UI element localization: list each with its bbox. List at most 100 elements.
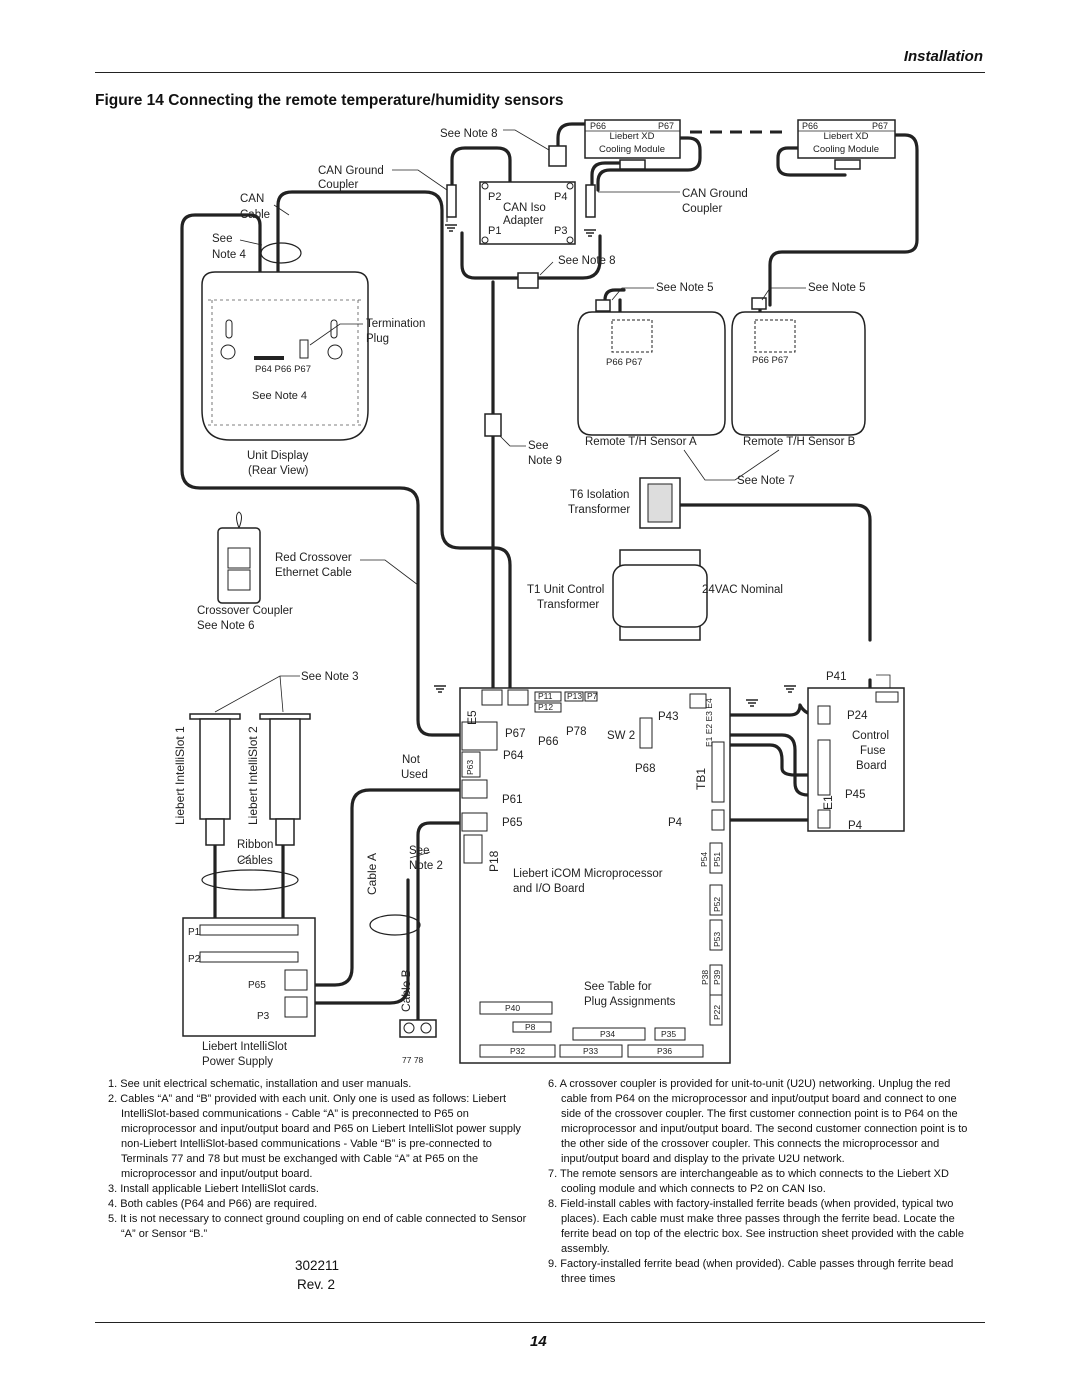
xd-module-left: P66 P67 Liebert XD Cooling Module bbox=[584, 119, 681, 170]
note-4: 4. Both cables (P64 and P66) are require… bbox=[108, 1198, 318, 1210]
svg-text:and I/O Board: and I/O Board bbox=[513, 883, 585, 895]
remote-sensor-b: P66 P67 bbox=[731, 311, 866, 436]
svg-text:P65: P65 bbox=[502, 817, 522, 829]
intellislot-cards bbox=[189, 713, 311, 846]
svg-text:See Note 8: See Note 8 bbox=[440, 128, 498, 140]
remote-sensor-a: P66 P67 bbox=[577, 311, 726, 436]
svg-text:CAN Iso: CAN Iso bbox=[503, 202, 546, 214]
svg-text:P1: P1 bbox=[488, 225, 501, 237]
svg-text:Cooling Module: Cooling Module bbox=[813, 144, 879, 155]
note-1: 1. See unit electrical schematic, instal… bbox=[108, 1078, 412, 1090]
svg-text:TB1: TB1 bbox=[694, 768, 708, 790]
svg-text:P3: P3 bbox=[554, 225, 567, 237]
svg-text:Liebert IntelliSlot: Liebert IntelliSlot bbox=[202, 1041, 288, 1053]
doc-number: 302211 bbox=[295, 1258, 340, 1273]
svg-text:P32: P32 bbox=[510, 1046, 525, 1056]
svg-text:P35: P35 bbox=[661, 1029, 676, 1039]
svg-text:24VAC Nominal: 24VAC Nominal bbox=[702, 584, 783, 596]
svg-text:SW 2: SW 2 bbox=[607, 730, 635, 742]
svg-text:Liebert XD: Liebert XD bbox=[610, 131, 655, 142]
control-fuse-board bbox=[807, 687, 905, 832]
svg-text:P18: P18 bbox=[487, 850, 501, 872]
svg-text:P63: P63 bbox=[465, 760, 475, 775]
svg-text:P66: P66 bbox=[802, 121, 818, 131]
notes-left: 1. See unit electrical schematic, instal… bbox=[108, 1077, 528, 1242]
svg-text:P33: P33 bbox=[583, 1046, 598, 1056]
svg-text:P51: P51 bbox=[712, 852, 722, 867]
document-number: 302211 Rev. 2 bbox=[295, 1256, 339, 1294]
svg-text:Remote T/H Sensor A: Remote T/H Sensor A bbox=[585, 436, 697, 448]
note-3: 3. Install applicable Liebert IntelliSlo… bbox=[108, 1183, 319, 1195]
page-number: 14 bbox=[530, 1333, 547, 1350]
svg-text:P36: P36 bbox=[657, 1046, 672, 1056]
svg-text:See Note 3: See Note 3 bbox=[301, 671, 359, 683]
svg-text:Transformer: Transformer bbox=[568, 504, 630, 516]
svg-text:P53: P53 bbox=[712, 932, 722, 947]
svg-text:P66: P66 bbox=[538, 736, 558, 748]
svg-text:E1: E1 bbox=[821, 795, 835, 810]
svg-text:P1: P1 bbox=[188, 927, 201, 938]
svg-text:Control: Control bbox=[852, 730, 889, 742]
svg-text:Red Crossover: Red Crossover bbox=[275, 552, 352, 564]
svg-text:Used: Used bbox=[401, 769, 428, 781]
svg-text:P43: P43 bbox=[658, 711, 678, 723]
leader-lines bbox=[214, 129, 891, 863]
svg-text:T6 Isolation: T6 Isolation bbox=[570, 489, 629, 501]
svg-text:P66 P67: P66 P67 bbox=[752, 355, 788, 366]
svg-text:Note 2: Note 2 bbox=[409, 860, 443, 872]
svg-text:CAN Ground: CAN Ground bbox=[682, 188, 748, 200]
svg-text:P64 P66 P67: P64 P66 P67 bbox=[255, 364, 311, 375]
svg-text:(Rear View): (Rear View) bbox=[248, 465, 309, 477]
t6-transformer bbox=[639, 477, 681, 529]
svg-text:P38: P38 bbox=[700, 970, 710, 985]
can-iso-adapter: P2 P4 CAN Iso Adapter P1 P3 bbox=[479, 181, 576, 245]
svg-text:P40: P40 bbox=[505, 1003, 520, 1013]
svg-text:See Note 8: See Note 8 bbox=[558, 255, 616, 267]
svg-text:P67: P67 bbox=[505, 728, 525, 740]
intellislot-power-supply bbox=[182, 917, 316, 1037]
svg-text:Remote T/H Sensor B: Remote T/H Sensor B bbox=[743, 436, 856, 448]
svg-text:T1 Unit Control: T1 Unit Control bbox=[527, 584, 604, 596]
svg-text:Liebert IntelliSlot 2: Liebert IntelliSlot 2 bbox=[246, 726, 260, 825]
note-5: 5. It is not necessary to connect ground… bbox=[108, 1213, 527, 1240]
svg-text:P22: P22 bbox=[712, 1005, 722, 1020]
svg-text:See Table for: See Table for bbox=[584, 981, 652, 993]
svg-text:Power Supply: Power Supply bbox=[202, 1056, 273, 1068]
svg-text:Ethernet Cable: Ethernet Cable bbox=[275, 567, 352, 579]
svg-text:Coupler: Coupler bbox=[318, 179, 358, 191]
svg-text:P45: P45 bbox=[845, 789, 865, 801]
xd-module-right: P66 P67 Liebert XD Cooling Module bbox=[797, 119, 896, 170]
svg-text:Coupler: Coupler bbox=[682, 203, 722, 215]
svg-text:CAN: CAN bbox=[240, 193, 264, 205]
svg-text:Cable: Cable bbox=[240, 209, 270, 221]
svg-text:Ribbon: Ribbon bbox=[237, 839, 273, 851]
section-title: Installation bbox=[903, 48, 983, 65]
svg-text:See Note 4: See Note 4 bbox=[252, 390, 307, 402]
svg-text:Termination: Termination bbox=[366, 318, 425, 330]
svg-text:P34: P34 bbox=[600, 1029, 615, 1039]
svg-text:Cable B: Cable B bbox=[399, 969, 413, 1012]
crossover-coupler bbox=[217, 511, 261, 604]
svg-text:P4: P4 bbox=[668, 817, 683, 829]
svg-text:E1 E2 E3 E4: E1 E2 E3 E4 bbox=[704, 698, 714, 747]
svg-text:P2: P2 bbox=[488, 191, 501, 203]
svg-text:P61: P61 bbox=[502, 794, 522, 806]
svg-text:P41: P41 bbox=[826, 671, 846, 683]
note-6: 6. A crossover coupler is provided for u… bbox=[548, 1078, 968, 1165]
svg-text:Plug: Plug bbox=[366, 333, 389, 345]
svg-text:P24: P24 bbox=[847, 710, 868, 722]
svg-text:P2: P2 bbox=[188, 954, 201, 965]
svg-text:Liebert IntelliSlot 1: Liebert IntelliSlot 1 bbox=[173, 726, 187, 825]
svg-text:Plug Assignments: Plug Assignments bbox=[584, 996, 676, 1008]
svg-text:P65: P65 bbox=[248, 980, 266, 991]
wiring-diagram: P66 P67 Liebert XD Cooling Module P66 P6… bbox=[173, 119, 919, 1068]
svg-text:Note 4: Note 4 bbox=[212, 249, 246, 261]
svg-text:Crossover Coupler: Crossover Coupler bbox=[197, 605, 293, 617]
svg-text:See: See bbox=[528, 440, 548, 452]
svg-text:P11: P11 bbox=[538, 691, 553, 701]
svg-text:Liebert XD: Liebert XD bbox=[824, 131, 869, 142]
svg-text:CAN Ground: CAN Ground bbox=[318, 165, 384, 177]
svg-text:P3: P3 bbox=[257, 1011, 270, 1022]
page-header: Installation bbox=[95, 48, 985, 73]
note-9: 9. Factory-installed ferrite bead (when … bbox=[548, 1258, 954, 1285]
